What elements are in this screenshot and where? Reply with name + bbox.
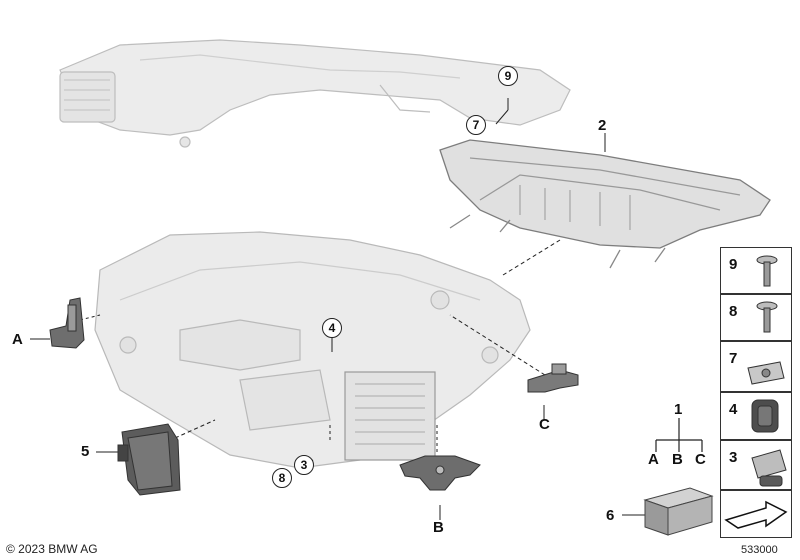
label-part-2: 2 — [598, 117, 607, 134]
legend-num-9: 9 — [729, 256, 738, 273]
legend-num-4: 4 — [729, 401, 738, 418]
legend-cell-8: 8 — [720, 294, 792, 341]
legend-cell-9: 9 — [720, 247, 792, 294]
bracket-part-a — [49, 297, 85, 349]
kit-label-b: B — [672, 451, 683, 468]
legend-cell-4: 4 — [720, 392, 792, 440]
kit-tree — [655, 418, 703, 452]
legend-num-8: 8 — [729, 303, 738, 320]
callout-9: 9 — [498, 66, 518, 86]
clip-part-c — [527, 363, 579, 393]
label-part-6: 6 — [606, 507, 615, 524]
callout-3: 3 — [294, 455, 314, 475]
legend-num-7: 7 — [729, 350, 738, 367]
lower-cover-part-2 — [439, 139, 771, 269]
label-part-a: A — [12, 331, 23, 348]
callout-7: 7 — [466, 115, 486, 135]
callout-4: 4 — [322, 318, 342, 338]
label-part-5: 5 — [81, 443, 90, 460]
label-part-c: C — [539, 416, 550, 433]
legend-num-3: 3 — [729, 449, 738, 466]
label-part-1: 1 — [674, 401, 683, 418]
legend-cell-3: 3 — [720, 440, 792, 490]
label-part-b: B — [433, 519, 444, 536]
box-part-6 — [643, 487, 714, 536]
callout-8: 8 — [272, 468, 292, 488]
copyright-text: © 2023 BMW AG — [6, 542, 98, 556]
headlight-housing — [94, 231, 531, 469]
bracket-part-b — [399, 455, 481, 491]
legend-cell-7: 7 — [720, 341, 792, 392]
control-module-part-5 — [117, 423, 181, 496]
diagram-number: 533000 — [741, 544, 778, 556]
kit-label-a: A — [648, 451, 659, 468]
legend-cell-arrow — [720, 490, 792, 538]
upper-housing-cover — [59, 39, 571, 148]
kit-label-c: C — [695, 451, 706, 468]
